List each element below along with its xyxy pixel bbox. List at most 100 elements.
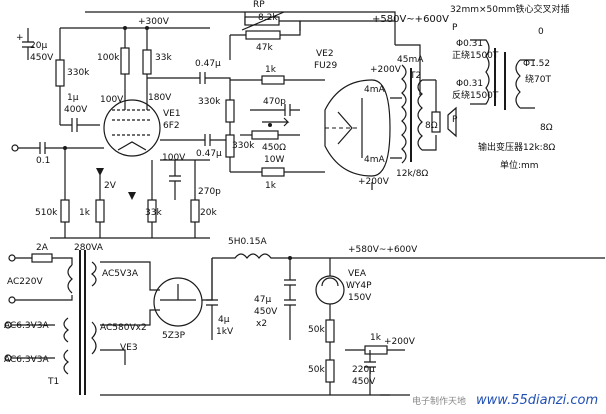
label-hv-supply-b: +580V~+600V bbox=[348, 245, 418, 255]
watermark-cn: 电子制作天地 bbox=[412, 395, 466, 407]
label-c-01: 0.1 bbox=[36, 156, 50, 166]
label-c-47u: 47μ bbox=[254, 295, 271, 305]
label-v-100-a: 100V bbox=[100, 95, 124, 105]
label-choke: 5H0.15A bbox=[228, 237, 268, 247]
label-r-450: 450Ω bbox=[262, 143, 286, 153]
resistor-1k-top bbox=[261, 75, 285, 85]
label-v-150: 150V bbox=[348, 293, 372, 303]
label-fuse: 2A bbox=[36, 243, 49, 253]
input-terminal[interactable] bbox=[11, 144, 19, 152]
label-t1-name: T1 bbox=[47, 377, 59, 387]
label-r-100k: 100k bbox=[97, 53, 120, 63]
label-r-330k-b: 330k bbox=[198, 97, 221, 107]
label-t2-sec: 绕70T bbox=[525, 73, 551, 85]
labels: RP 8.2k 47k +580V~+600V 20μ 450V +300V 3… bbox=[4, 0, 598, 408]
label-plus-300v: +300V bbox=[138, 17, 170, 27]
label-ve2-type: FU29 bbox=[314, 61, 337, 71]
label-ve1-type: 6F2 bbox=[163, 121, 180, 131]
label-t2-wire-c: Φ1.52 bbox=[523, 59, 550, 69]
label-ma-4-a: 4mA bbox=[364, 85, 385, 95]
ve1-tube bbox=[103, 99, 161, 157]
resistor-50k-a bbox=[325, 319, 335, 343]
label-ma-45: 45mA bbox=[397, 55, 424, 65]
label-t2-unit: 单位:mm bbox=[500, 159, 539, 171]
label-v-180: 180V bbox=[148, 93, 172, 103]
resistor-1k-ps bbox=[364, 345, 388, 355]
arrow-mark bbox=[96, 168, 104, 176]
ve2-tube bbox=[324, 79, 391, 177]
label-c-470p: 470p bbox=[263, 97, 286, 107]
label-c-1u: 1μ bbox=[67, 93, 79, 103]
label-t2-s0: 0 bbox=[538, 27, 544, 37]
label-c-450v: 450V bbox=[30, 53, 54, 63]
label-ac63-b: AC6.3V3A bbox=[4, 355, 49, 365]
label-r-330k-c: 330k bbox=[232, 141, 255, 151]
label-c-220u-v: 450V bbox=[352, 377, 376, 387]
label-r-50k-a: 50k bbox=[308, 325, 325, 335]
speaker-icon bbox=[447, 106, 457, 138]
label-ac220: AC220V bbox=[7, 277, 43, 287]
label-c-20u: 20μ bbox=[30, 41, 47, 51]
label-ac5v3a: AC5V3A bbox=[102, 269, 139, 279]
label-rp: RP bbox=[253, 0, 265, 10]
ve3-rectifier-tube bbox=[153, 277, 203, 327]
label-plus-200-b: +200V bbox=[358, 177, 390, 187]
label-r-47k: 47k bbox=[256, 43, 273, 53]
label-r-50k-b: 50k bbox=[308, 365, 325, 375]
label-t2-caption: 输出变压器12k:8Ω bbox=[478, 141, 555, 153]
label-r-1k-low: 1k bbox=[79, 208, 91, 218]
arrow-mark bbox=[128, 192, 136, 200]
label-c-47u-x2: x2 bbox=[256, 319, 267, 329]
label-v-100-b: 100V bbox=[162, 153, 186, 163]
label-r-510k: 510k bbox=[35, 208, 58, 218]
mains-terminal[interactable] bbox=[8, 296, 16, 304]
resistor-450 bbox=[251, 130, 279, 140]
label-c-4u: 4μ bbox=[218, 315, 230, 325]
junction-dot bbox=[268, 123, 272, 127]
label-r-10w: 10W bbox=[264, 155, 284, 165]
label-ve3-type: 5Z3P bbox=[162, 331, 186, 341]
label-ohm-8: 8Ω bbox=[425, 121, 438, 131]
resistor-33k-top bbox=[142, 49, 152, 75]
label-plus-200-a: +200V bbox=[370, 65, 402, 75]
junction-dot bbox=[288, 256, 292, 260]
resistor-510k bbox=[60, 199, 70, 223]
amplifier-section: + bbox=[11, 11, 457, 239]
label-ac63-a: AC6.3V3A bbox=[4, 321, 49, 331]
label-t2-s8: 8Ω bbox=[540, 123, 553, 133]
resistor-1k-low bbox=[95, 199, 105, 223]
watermark-url: www.55dianzi.com bbox=[476, 393, 598, 408]
resistor-1k-mid bbox=[261, 167, 285, 177]
label-t2-pri-fwd: 正绕1500T bbox=[452, 49, 499, 61]
label-c-220u: 220μ bbox=[352, 365, 375, 375]
label-t1-va: 280VA bbox=[74, 243, 104, 253]
label-vea-type: WY4P bbox=[346, 281, 372, 291]
label-r-33k-low: 33k bbox=[145, 208, 162, 218]
power-supply-section bbox=[4, 250, 605, 396]
vea-regulator-tube bbox=[315, 275, 345, 305]
resistor-330k-b bbox=[225, 99, 235, 123]
label-ac580: AC580Vx2 bbox=[100, 323, 147, 333]
label-r-20k: 20k bbox=[200, 208, 217, 218]
resistor-50k-b bbox=[325, 359, 335, 383]
label-ve3-name: VE3 bbox=[120, 343, 138, 353]
label-c-47u-v: 450V bbox=[254, 307, 278, 317]
label-ratio-12k: 12k/8Ω bbox=[396, 169, 428, 179]
label-c-1kv: 1kV bbox=[216, 327, 234, 337]
label-t2-name: T2 bbox=[409, 71, 421, 81]
mains-terminal[interactable] bbox=[8, 254, 16, 262]
label-hv-supply: +580V~+600V bbox=[372, 14, 449, 25]
label-c-400v: 400V bbox=[64, 105, 88, 115]
label-plus-200-ps: +200V bbox=[384, 337, 416, 347]
label-t2-p-top: P bbox=[452, 23, 458, 33]
label-r-1k-top: 1k bbox=[265, 65, 277, 75]
label-ma-4-b: 4mA bbox=[364, 155, 385, 165]
label-ve1-name: VE1 bbox=[163, 109, 181, 119]
label-vea-name: VEA bbox=[348, 269, 367, 279]
resistor-20k bbox=[190, 199, 200, 223]
label-ve2-name: VE2 bbox=[316, 49, 334, 59]
label-t2-core: 32mm×50mm铁心交叉对插 bbox=[450, 3, 570, 15]
label-r-1k-ps: 1k bbox=[370, 333, 382, 343]
label-r-1k-mid: 1k bbox=[265, 181, 277, 191]
